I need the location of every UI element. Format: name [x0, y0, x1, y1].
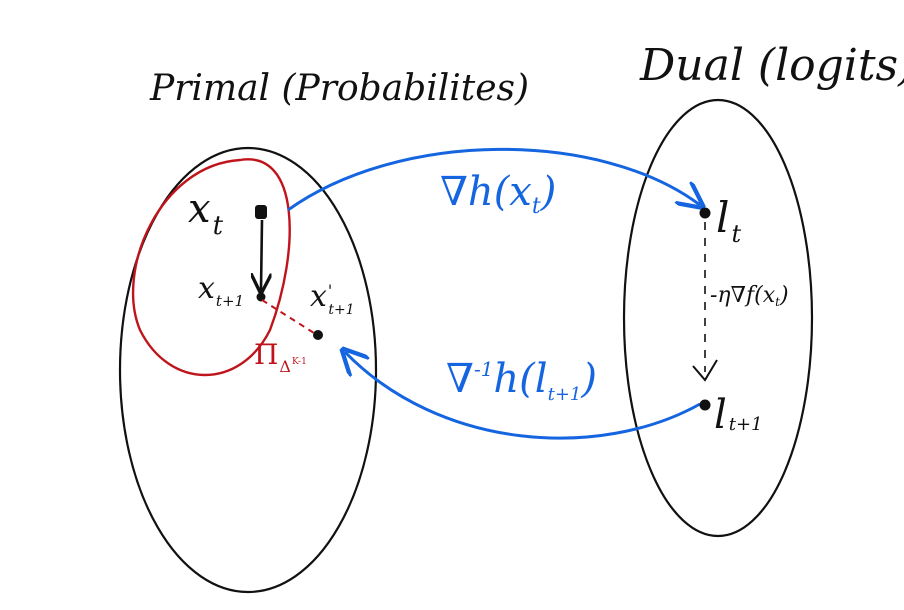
point-x-t: [255, 205, 267, 219]
label-gradient-step: -η∇f(xt): [710, 283, 789, 309]
point-l-t1: [699, 399, 711, 411]
gradient-step-arrowhead: [692, 359, 718, 382]
label-x-t: xt: [188, 186, 224, 241]
dual-space-ellipse: [622, 98, 814, 538]
primal-title: Primal (Probabilites): [149, 68, 529, 109]
forward-map-arrow: [287, 147, 700, 212]
label-projection: ΠΔK-1: [254, 338, 307, 376]
dual-title: Dual (logits): [639, 40, 904, 91]
point-l-t: [699, 207, 711, 219]
simplex-region: [131, 158, 291, 376]
point-x-t1: [256, 292, 266, 302]
label-l-t: lt: [716, 193, 741, 248]
step-arrow-x-t-to-x-t1: [261, 219, 262, 290]
inverse-map-arrow: [345, 352, 701, 440]
label-x-t1-prime: x't+1: [310, 279, 355, 318]
label-inverse-map: ∇-1h(lt+1): [446, 356, 597, 405]
primal-space-ellipse: [118, 146, 378, 594]
label-forward-map: ∇h(xt): [440, 169, 556, 219]
point-x-t1-prime: [313, 330, 323, 340]
label-x-t1: xt+1: [198, 271, 244, 310]
